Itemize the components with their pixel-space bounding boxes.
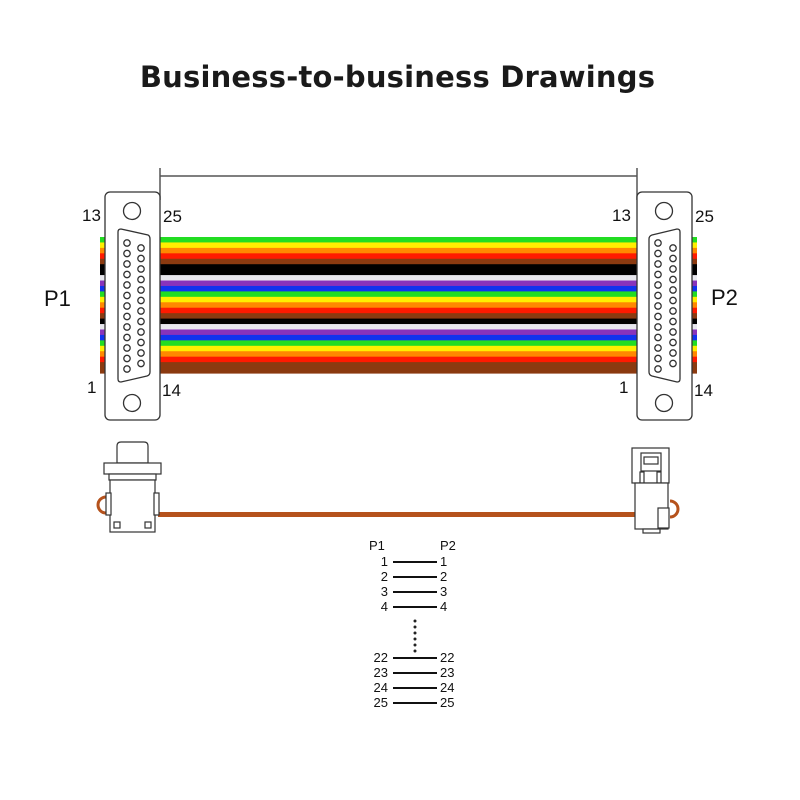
db25-connector-p1 xyxy=(105,192,160,420)
pin-map-row: 4 4 xyxy=(360,599,470,614)
p1-label: P1 xyxy=(44,288,71,310)
pin-map-row: 24 24 xyxy=(360,680,470,695)
pin-map-p1: 3 xyxy=(360,584,388,599)
wire-line xyxy=(393,657,437,659)
pin-map-row: 2 2 xyxy=(360,569,470,584)
pin-map-row: 3 3 xyxy=(360,584,470,599)
pin-map-p1: 22 xyxy=(360,650,388,665)
pin-map-p2: 22 xyxy=(440,650,470,665)
pin-map-p2: 25 xyxy=(440,695,470,710)
db25-connector-p2 xyxy=(637,192,692,420)
p1-pin-1-label: 1 xyxy=(87,379,96,396)
p2-pin-1-label: 1 xyxy=(619,379,628,396)
pin-map-p2: 2 xyxy=(440,569,470,584)
pin-map-p1: 4 xyxy=(360,599,388,614)
pin-map-p1: 25 xyxy=(360,695,388,710)
p2-pin-25-label: 25 xyxy=(695,208,714,225)
wire-line xyxy=(393,702,437,704)
p1-pin-13-label: 13 xyxy=(82,207,101,224)
side-view-connector-p1 xyxy=(104,442,161,532)
side-view-connector-p2 xyxy=(632,448,669,533)
ribbon-cable xyxy=(160,237,637,374)
pin-map-p2: 4 xyxy=(440,599,470,614)
pin-map-p2: 24 xyxy=(440,680,470,695)
p2-pin-14-label: 14 xyxy=(694,382,713,399)
wire-line xyxy=(393,606,437,608)
p2-pin-13-label: 13 xyxy=(612,207,631,224)
p2-label: P2 xyxy=(711,287,738,309)
pin-map-p1: 24 xyxy=(360,680,388,695)
p1-pin-14-label: 14 xyxy=(162,382,181,399)
pin-map-p2: 3 xyxy=(440,584,470,599)
length-dimension-line xyxy=(160,168,637,200)
wire-line xyxy=(393,672,437,674)
pin-map-p1: 2 xyxy=(360,569,388,584)
pin-map-header-p2: P2 xyxy=(440,538,456,553)
pin-map-row: 1 1 xyxy=(360,554,470,569)
pin-map-row: 23 23 xyxy=(360,665,470,680)
side-view-cable xyxy=(98,497,678,517)
pin-map-row: 22 22 xyxy=(360,650,470,665)
pin-map-header-p1: P1 xyxy=(369,538,385,553)
wire-line xyxy=(393,591,437,593)
pin-map-p1: 23 xyxy=(360,665,388,680)
wire-line xyxy=(393,687,437,689)
wire-line xyxy=(393,576,437,578)
pin-map-p1: 1 xyxy=(360,554,388,569)
pin-map-row: 25 25 xyxy=(360,695,470,710)
p1-pin-25-label: 25 xyxy=(163,208,182,225)
wire-line xyxy=(393,561,437,563)
pin-map-p2: 23 xyxy=(440,665,470,680)
pin-map-p2: 1 xyxy=(440,554,470,569)
